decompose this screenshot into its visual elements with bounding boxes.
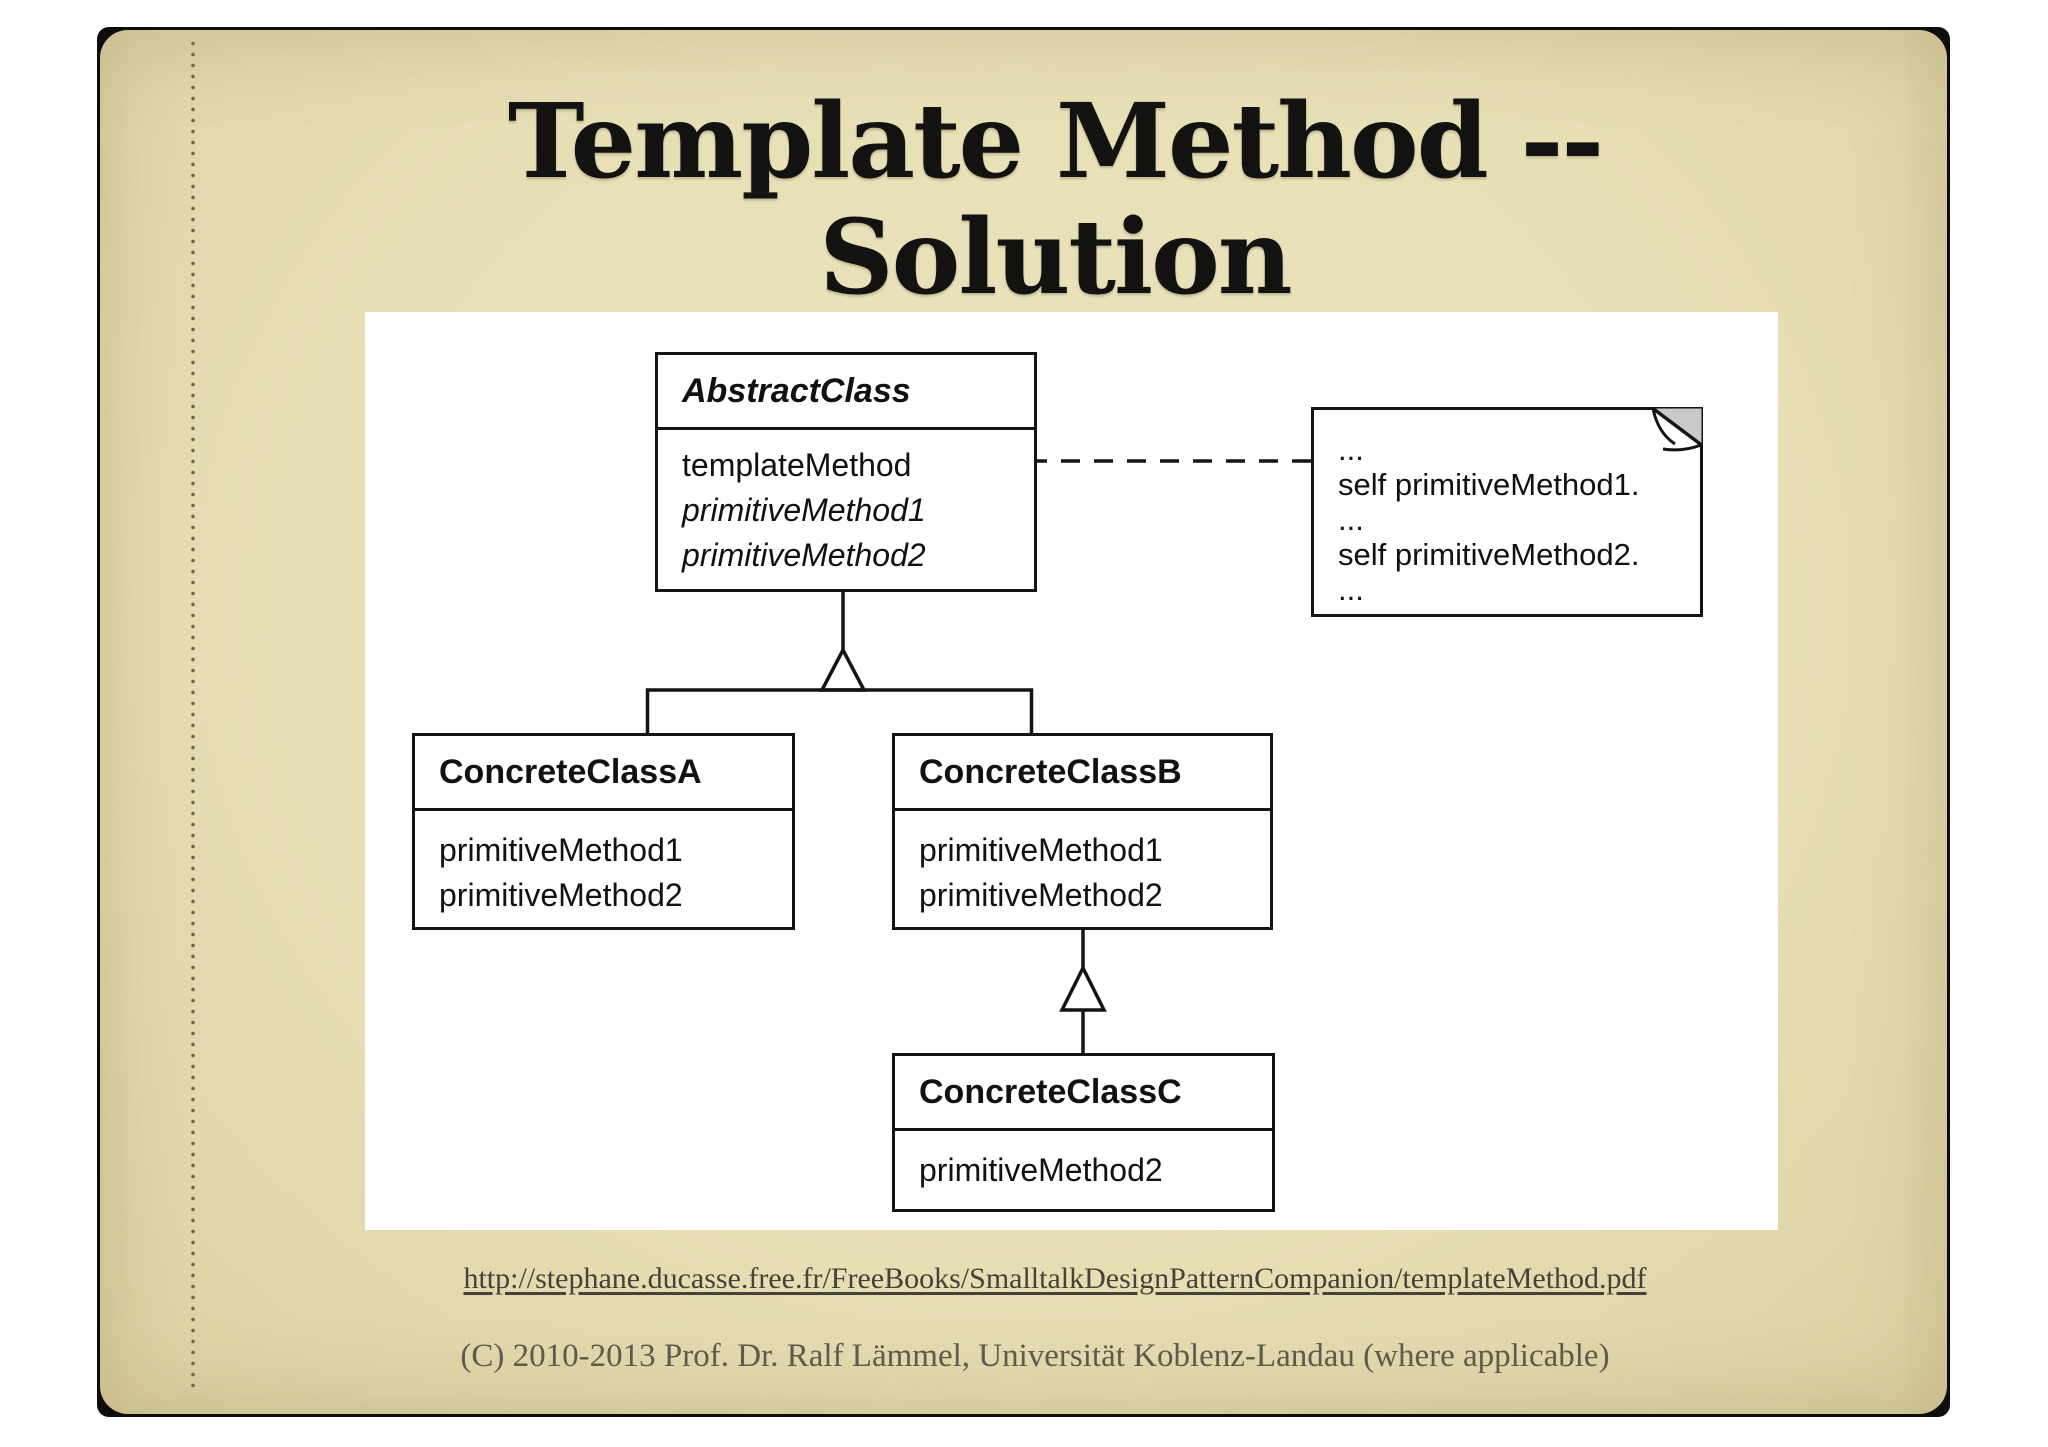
- method-label: primitiveMethod2: [919, 877, 1163, 913]
- class-box-abstractclass: AbstractClass templateMethod primitiveMe…: [655, 352, 1037, 592]
- method-label: templateMethod: [682, 447, 912, 483]
- method-label: primitiveMethod1: [919, 832, 1163, 868]
- class-name: ConcreteClassA: [415, 736, 792, 811]
- class-methods: primitiveMethod1 primitiveMethod2: [415, 811, 792, 918]
- class-methods: primitiveMethod1 primitiveMethod2: [895, 811, 1270, 918]
- note-line: self primitiveMethod2.: [1338, 537, 1640, 572]
- note-line: ...: [1338, 432, 1364, 467]
- diagram-panel: AbstractClass templateMethod primitiveMe…: [365, 312, 1778, 1230]
- note-line: ...: [1338, 502, 1364, 537]
- method-label: primitiveMethod2: [439, 877, 683, 913]
- method-label: primitiveMethod1: [439, 832, 683, 868]
- slide-title: Template Method -- Solution: [507, 81, 1604, 318]
- class-box-concreteclassb: ConcreteClassB primitiveMethod1 primitiv…: [892, 733, 1273, 930]
- note-line: self primitiveMethod1.: [1338, 467, 1640, 502]
- note-line: ...: [1338, 572, 1364, 607]
- class-name: AbstractClass: [658, 355, 1034, 430]
- class-name: ConcreteClassB: [895, 736, 1270, 811]
- method-label: primitiveMethod2: [919, 1152, 1163, 1188]
- method-label: primitiveMethod1: [682, 492, 926, 528]
- stitched-dotted-line: [191, 38, 195, 1390]
- class-box-concreteclassc: ConcreteClassC primitiveMethod2: [892, 1053, 1275, 1212]
- uml-note-box: ... self primitiveMethod1. ... self prim…: [1311, 407, 1703, 617]
- class-box-concreteclassa: ConcreteClassA primitiveMethod1 primitiv…: [412, 733, 795, 930]
- class-methods: templateMethod primitiveMethod1 primitiv…: [658, 430, 1034, 578]
- inheritance-triangle-concreteclassb-icon: [1059, 964, 1107, 1012]
- note-folded-corner-icon: [1651, 407, 1703, 452]
- class-name: ConcreteClassC: [895, 1056, 1272, 1131]
- method-label: primitiveMethod2: [682, 537, 926, 573]
- source-pdf-link[interactable]: http://stephane.ducasse.free.fr/FreeBook…: [463, 1262, 1647, 1295]
- class-methods: primitiveMethod2: [895, 1131, 1272, 1193]
- inheritance-triangle-abstract-icon: [819, 646, 867, 692]
- copyright-text: (C) 2010-2013 Prof. Dr. Ralf Lämmel, Uni…: [460, 1338, 1610, 1374]
- note-text: ... self primitiveMethod1. ... self prim…: [1314, 410, 1700, 607]
